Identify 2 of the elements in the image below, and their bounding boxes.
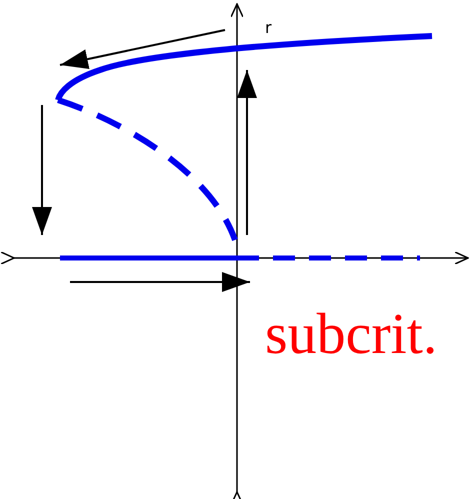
axis-label: r [265, 18, 272, 37]
annotation-text: subcrit. [265, 300, 438, 367]
